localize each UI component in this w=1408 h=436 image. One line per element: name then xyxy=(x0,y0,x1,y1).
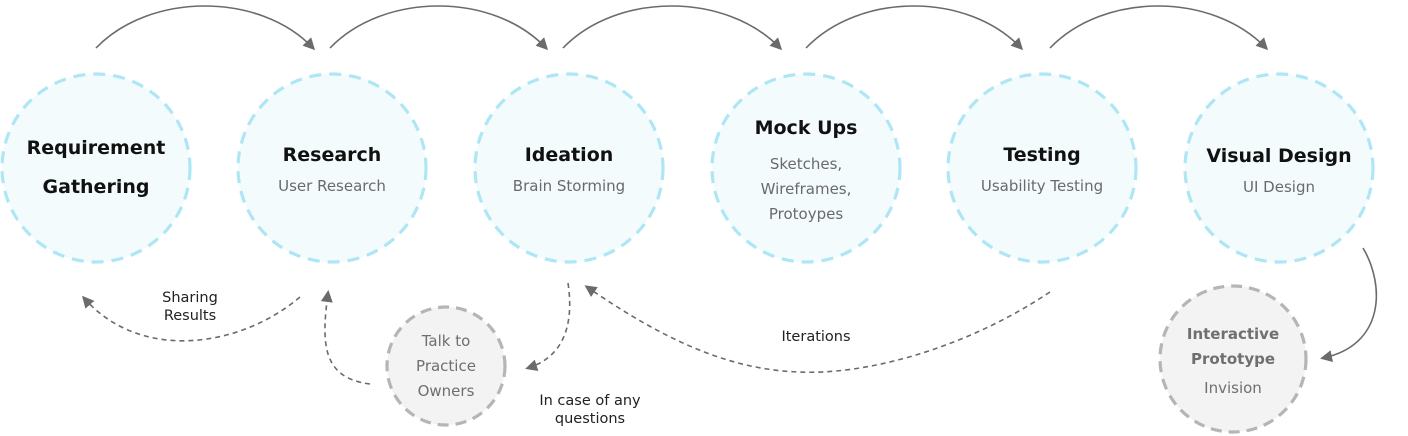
stage-subtitle: UI Design xyxy=(1243,178,1315,196)
arrow-ideation-to-talk xyxy=(525,282,571,372)
questions-label-line: questions xyxy=(555,411,625,427)
stage-ideation: Ideation Brain Storming xyxy=(513,144,625,195)
questions-label-line: In case of any xyxy=(539,393,641,409)
arrow-sharing-results xyxy=(82,295,301,342)
stage-subtitle: Usability Testing xyxy=(981,177,1103,195)
stage-circle-ideation xyxy=(473,72,665,264)
stage-circle-research xyxy=(236,72,428,264)
stage-requirement: Requirement Gathering xyxy=(27,137,166,198)
prototype-node: Interactive Prototype Invision xyxy=(1187,325,1279,397)
stage-testing: Testing Usability Testing xyxy=(981,144,1103,195)
stage-subtitle: Brain Storming xyxy=(513,177,625,195)
talk-line: Practice xyxy=(416,357,476,375)
stage-subtitle-line: Wireframes, xyxy=(761,180,852,198)
stage-title-line: Requirement xyxy=(27,137,166,159)
stage-subtitle: User Research xyxy=(278,177,386,195)
stage-circle-mockups xyxy=(710,72,902,264)
arrow-research-to-ideation xyxy=(329,5,549,51)
sharing-label-line: Sharing xyxy=(162,290,218,306)
arrow-ideation-to-mockups xyxy=(562,5,783,51)
prototype-circle xyxy=(1158,284,1308,434)
arrow-visual-design-to-prototype xyxy=(1320,247,1378,363)
arrow-requirement-to-research xyxy=(95,5,316,51)
stage-circle-testing xyxy=(946,72,1138,264)
stage-research: Research User Research xyxy=(278,144,386,195)
stage-title-line: Gathering xyxy=(43,176,150,198)
arrow-testing-to-visual-design xyxy=(1049,5,1269,51)
stage-circle-requirement xyxy=(0,72,192,264)
stage-visual-design: Visual Design UI Design xyxy=(1206,145,1351,196)
prototype-subtitle: Invision xyxy=(1204,379,1262,397)
stage-title: Mock Ups xyxy=(755,117,858,139)
stage-mockups: Mock Ups Sketches, Wireframes, Protoypes xyxy=(755,117,858,223)
talk-circle xyxy=(385,305,507,427)
stage-title: Research xyxy=(283,144,382,166)
talk-line: Talk to xyxy=(421,332,471,350)
forward-arrows xyxy=(95,5,1269,51)
talk-node: Talk to Practice Owners xyxy=(416,332,476,400)
stage-circles xyxy=(0,72,1375,264)
stage-subtitle-line: Protoypes xyxy=(769,205,843,223)
stage-circle-visual-design xyxy=(1183,72,1375,264)
arrow-mockups-to-testing xyxy=(805,5,1024,51)
stage-title: Visual Design xyxy=(1206,145,1351,167)
stage-title: Testing xyxy=(1003,144,1080,166)
sharing-label-line: Results xyxy=(164,308,216,324)
prototype-title-line: Prototype xyxy=(1191,350,1275,368)
iterations-label: Iterations xyxy=(781,329,850,345)
stage-subtitle-line: Sketches, xyxy=(770,155,842,173)
talk-line: Owners xyxy=(418,382,475,400)
feedback-arrows xyxy=(82,282,1051,385)
stage-title: Ideation xyxy=(525,144,614,166)
prototype-title-line: Interactive xyxy=(1187,325,1279,343)
arrow-talk-to-research xyxy=(320,290,371,385)
arrow-iterations xyxy=(584,285,1051,374)
